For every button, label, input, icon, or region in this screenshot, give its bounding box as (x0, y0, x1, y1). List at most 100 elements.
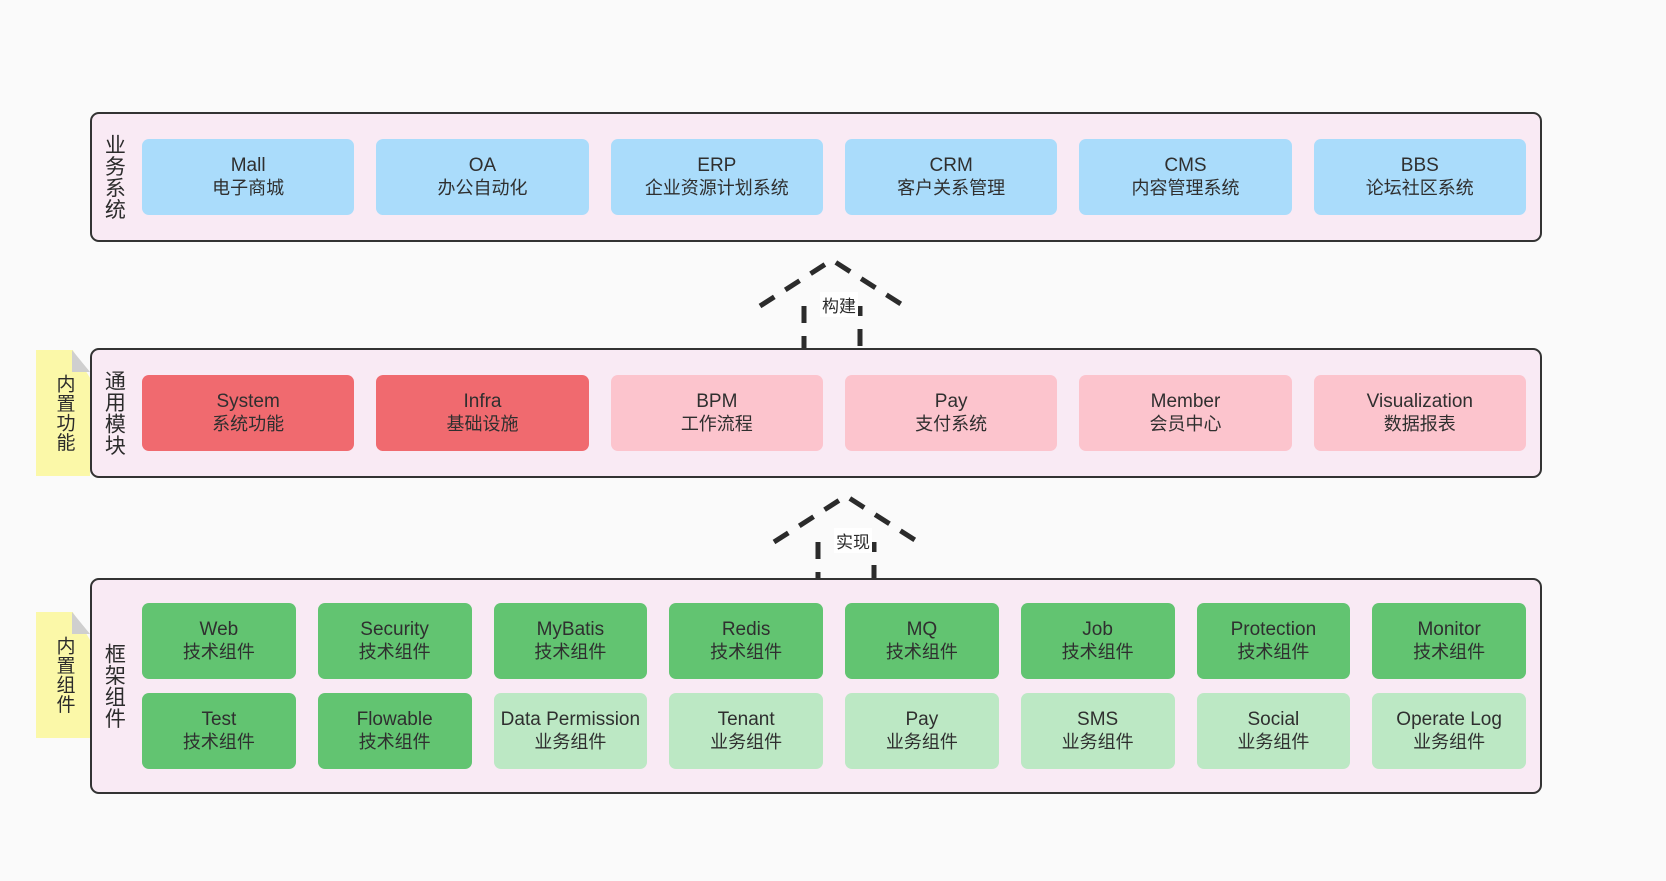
card-row: Web 技术组件 Security 技术组件 MyBatis 技术组件 Redi… (142, 603, 1526, 679)
card-title: SMS (1077, 709, 1119, 731)
card-title: Flowable (356, 709, 433, 731)
card-pay[interactable]: Pay 支付系统 (844, 375, 1058, 451)
card-title: Protection (1230, 619, 1317, 641)
card-title: Visualization (1366, 391, 1473, 413)
layer-common-modules: 通用模块 System 系统功能 Infra 基础设施 BPM 工作流程 Pay… (90, 348, 1542, 478)
card-sms[interactable]: SMS 业务组件 (1020, 693, 1175, 769)
connector-build-arrow (758, 257, 906, 361)
card-title: Web (199, 619, 239, 641)
card-subtitle: 技术组件 (1237, 641, 1310, 662)
card-title: Monitor (1417, 619, 1481, 641)
card-title: System (216, 391, 280, 413)
card-subtitle: 技术组件 (358, 731, 431, 752)
card-subtitle: 技术组件 (1413, 641, 1486, 662)
card-tenant[interactable]: Tenant 业务组件 (669, 693, 823, 769)
card-bpm[interactable]: BPM 工作流程 (610, 375, 823, 451)
card-cms[interactable]: CMS 内容管理系统 (1079, 139, 1292, 215)
card-subtitle: 技术组件 (885, 641, 958, 662)
card-title: MyBatis (536, 619, 605, 641)
card-subtitle: 业务组件 (1413, 731, 1486, 752)
card-title: BPM (696, 391, 738, 413)
card-subtitle: 工作流程 (680, 413, 753, 434)
card-title: Tenant (717, 709, 775, 731)
layer-title-framework: 框架组件 (102, 643, 126, 729)
card-subtitle: 会员中心 (1149, 413, 1222, 434)
card-test[interactable]: Test 技术组件 (142, 693, 296, 769)
card-row: System 系统功能 Infra 基础设施 BPM 工作流程 Pay 支付系统… (142, 375, 1526, 451)
card-title: CMS (1164, 155, 1207, 177)
card-subtitle: 企业资源计划系统 (644, 177, 789, 198)
card-subtitle: 业务组件 (534, 731, 607, 752)
card-subtitle: 业务组件 (1237, 731, 1310, 752)
card-subtitle: 电子商城 (212, 177, 285, 198)
card-flowable[interactable]: Flowable 技术组件 (317, 693, 472, 769)
card-subtitle: 数据报表 (1383, 413, 1456, 434)
card-infra[interactable]: Infra 基础设施 (376, 375, 589, 451)
card-title: Infra (463, 391, 502, 413)
card-job[interactable]: Job 技术组件 (1020, 603, 1175, 679)
layer-body-common: System 系统功能 Infra 基础设施 BPM 工作流程 Pay 支付系统… (134, 350, 1540, 476)
card-protection[interactable]: Protection 技术组件 (1196, 603, 1351, 679)
card-mall[interactable]: Mall 电子商城 (142, 139, 355, 215)
card-subtitle: 办公自动化 (437, 177, 528, 198)
card-subtitle: 技术组件 (182, 641, 255, 662)
card-subtitle: 技术组件 (182, 731, 255, 752)
card-subtitle: 技术组件 (1061, 641, 1134, 662)
connector-implement-arrow (772, 493, 920, 597)
card-system[interactable]: System 系统功能 (142, 375, 355, 451)
card-visualization[interactable]: Visualization 数据报表 (1313, 375, 1526, 451)
card-row: Mall 电子商城 OA 办公自动化 ERP 企业资源计划系统 CRM 客户关系… (142, 139, 1526, 215)
card-pay-component[interactable]: Pay 业务组件 (845, 693, 999, 769)
note-label: 内置功能 (53, 374, 75, 452)
connector-implement-label: 实现 (834, 528, 872, 553)
note-label: 内置组件 (53, 636, 75, 714)
connector-build-label: 构建 (820, 292, 858, 317)
card-security[interactable]: Security 技术组件 (317, 603, 472, 679)
card-monitor[interactable]: Monitor 技术组件 (1372, 603, 1526, 679)
card-subtitle: 客户关系管理 (897, 177, 1006, 198)
layer-title-common: 通用模块 (102, 370, 126, 456)
card-subtitle: 业务组件 (885, 731, 958, 752)
card-subtitle: 技术组件 (710, 641, 783, 662)
card-data-permission[interactable]: Data Permission 业务组件 (493, 693, 648, 769)
card-social[interactable]: Social 业务组件 (1196, 693, 1351, 769)
card-title: Test (201, 709, 237, 731)
card-erp[interactable]: ERP 企业资源计划系统 (610, 139, 823, 215)
card-subtitle: 内容管理系统 (1131, 177, 1240, 198)
card-subtitle: 系统功能 (212, 413, 285, 434)
card-mq[interactable]: MQ 技术组件 (845, 603, 999, 679)
layer-body-framework: Web 技术组件 Security 技术组件 MyBatis 技术组件 Redi… (134, 580, 1540, 792)
card-title: Redis (721, 619, 771, 641)
card-operate-log[interactable]: Operate Log 业务组件 (1372, 693, 1526, 769)
card-title: Security (360, 619, 429, 641)
card-title: Social (1247, 709, 1300, 731)
card-title: MQ (906, 619, 938, 641)
layer-title-business: 业务系统 (102, 134, 126, 220)
layer-body-business: Mall 电子商城 OA 办公自动化 ERP 企业资源计划系统 CRM 客户关系… (134, 114, 1540, 240)
card-crm[interactable]: CRM 客户关系管理 (844, 139, 1058, 215)
card-title: Mall (230, 155, 266, 177)
card-redis[interactable]: Redis 技术组件 (669, 603, 823, 679)
card-subtitle: 业务组件 (1061, 731, 1134, 752)
card-subtitle: 基础设施 (446, 413, 519, 434)
card-title: OA (468, 155, 497, 177)
card-title: BBS (1400, 155, 1439, 177)
card-title: Pay (934, 391, 968, 413)
card-subtitle: 技术组件 (358, 641, 431, 662)
card-title: Member (1150, 391, 1221, 413)
layer-business-systems: 业务系统 Mall 电子商城 OA 办公自动化 ERP 企业资源计划系统 CRM… (90, 112, 1542, 242)
card-subtitle: 论坛社区系统 (1365, 177, 1474, 198)
card-member[interactable]: Member 会员中心 (1079, 375, 1292, 451)
card-mybatis[interactable]: MyBatis 技术组件 (493, 603, 648, 679)
card-row: Test 技术组件 Flowable 技术组件 Data Permission … (142, 693, 1526, 769)
card-web[interactable]: Web 技术组件 (142, 603, 296, 679)
card-title: Data Permission (500, 709, 641, 731)
card-title: Operate Log (1396, 709, 1502, 731)
card-oa[interactable]: OA 办公自动化 (376, 139, 589, 215)
card-subtitle: 支付系统 (915, 413, 988, 434)
card-title: CRM (929, 155, 973, 177)
card-bbs[interactable]: BBS 论坛社区系统 (1313, 139, 1526, 215)
layer-framework-components: 框架组件 Web 技术组件 Security 技术组件 MyBatis 技术组件… (90, 578, 1542, 794)
card-title: Pay (905, 709, 939, 731)
